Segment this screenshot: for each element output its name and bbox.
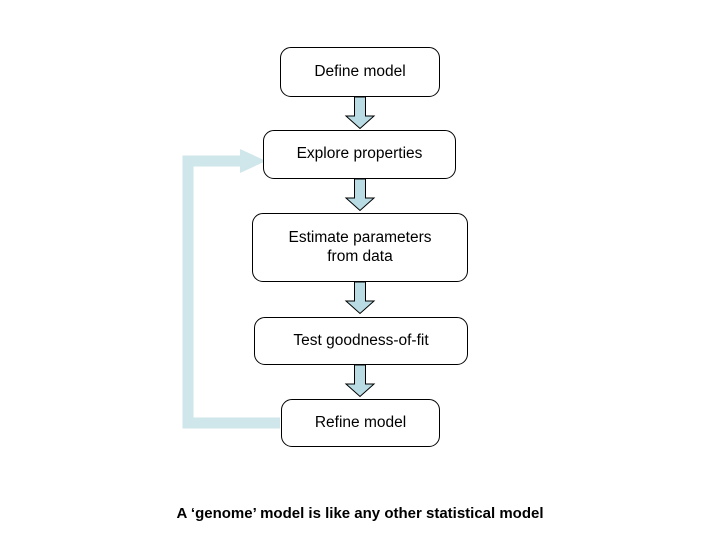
- node-estimate-parameters[interactable]: Estimate parameters from data: [252, 213, 468, 282]
- node-explore-properties[interactable]: Explore properties: [263, 130, 456, 179]
- node-explore-properties-label: Explore properties: [296, 145, 423, 163]
- arrow-test-to-refine: [344, 365, 376, 398]
- node-refine-model-label: Refine model: [314, 413, 407, 431]
- arrow-estimate-to-test: [344, 282, 376, 315]
- node-test-goodness-of-fit-label: Test goodness-of-fit: [293, 331, 429, 349]
- node-refine-model[interactable]: Refine model: [281, 399, 440, 447]
- feedback-connector-refine-to-explore: [182, 149, 280, 429]
- diagram-caption: A ‘genome’ model is like any other stati…: [176, 505, 544, 522]
- arrow-define-to-explore: [344, 97, 376, 130]
- node-estimate-parameters-label: Estimate parameters from data: [288, 228, 432, 265]
- node-define-model[interactable]: Define model: [280, 47, 440, 97]
- node-test-goodness-of-fit[interactable]: Test goodness-of-fit: [254, 317, 468, 365]
- arrow-explore-to-estimate: [344, 179, 376, 212]
- node-define-model-label: Define model: [314, 62, 406, 80]
